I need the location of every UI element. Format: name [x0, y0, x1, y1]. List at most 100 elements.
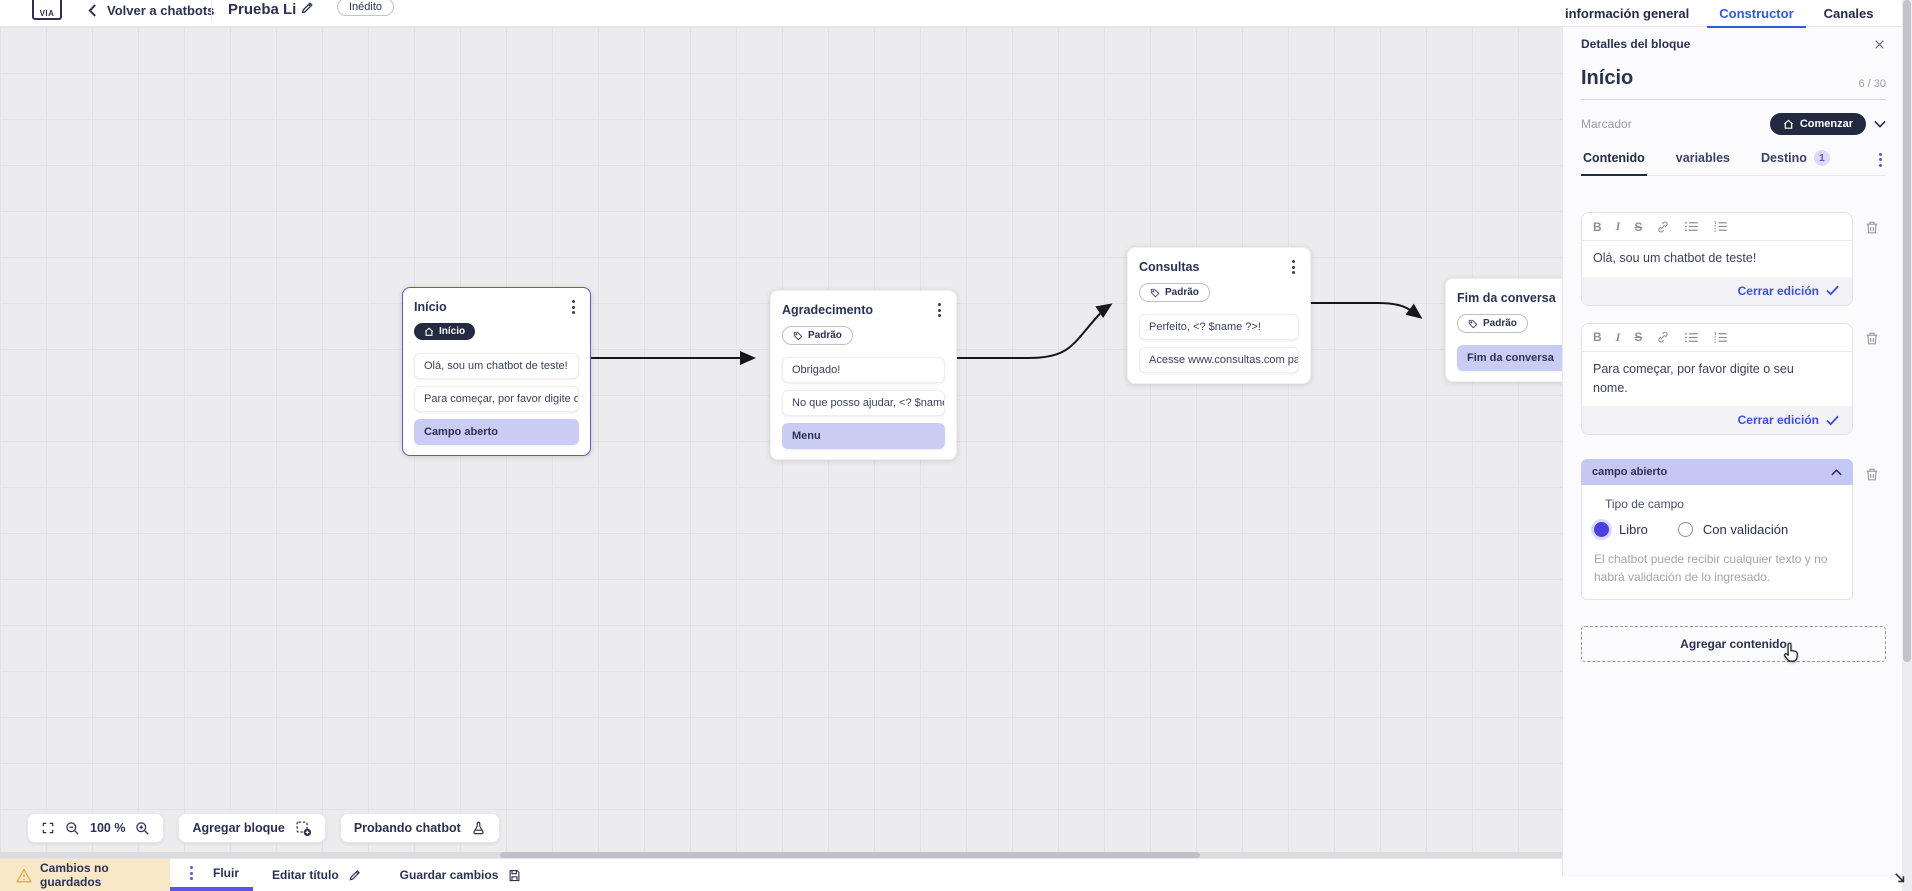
bullet-list-icon[interactable]	[1684, 331, 1699, 344]
strikethrough-icon[interactable]: S	[1634, 330, 1643, 345]
node-content-item-selected[interactable]: Fim da conversa	[1457, 344, 1562, 371]
add-block-button[interactable]: Agregar bloque	[178, 813, 326, 843]
node-content-item[interactable]: Acesse www.consultas.com par...	[1139, 346, 1299, 373]
link-icon[interactable]	[1656, 220, 1670, 234]
flow-node-consultas[interactable]: Consultas Padrão Perfeito, <? $name ?>! …	[1127, 247, 1311, 384]
zoom-out-icon[interactable]	[65, 821, 80, 836]
node-content-item[interactable]: No que posso ajudar, <? $name ...	[782, 389, 945, 416]
radio-con-validacion[interactable]	[1677, 522, 1693, 538]
field-type-label: Tipo de campo	[1605, 497, 1684, 512]
block-details-panel: Detalles del bloque Início 6 / 30 Marcad…	[1562, 27, 1902, 877]
node-content-item[interactable]: Para começar, por favor digite o ...	[414, 385, 579, 412]
check-icon	[1826, 285, 1839, 296]
save-changes-button[interactable]: Guardar cambios	[381, 859, 542, 891]
warning-icon	[16, 868, 32, 883]
bottom-bar: Cambios no guardados Fluir Editar título…	[0, 858, 1562, 891]
field-helper-text: El chatbot puede recibir cualquier texto…	[1594, 552, 1828, 585]
tab-informacion-general[interactable]: información general	[1565, 6, 1690, 21]
bold-icon[interactable]: B	[1593, 330, 1602, 345]
trash-icon[interactable]	[1864, 330, 1886, 347]
back-chevron-icon	[88, 4, 97, 17]
panel-title: Detalles del bloque	[1581, 37, 1691, 51]
zoom-in-icon[interactable]	[135, 821, 150, 836]
test-chatbot-button[interactable]: Probando chatbot	[339, 813, 500, 843]
chevron-up-icon	[1831, 468, 1842, 476]
top-bar: VIA Volver a chatbots Prueba Li Inédito …	[0, 0, 1912, 28]
flow-node-agradecimento[interactable]: Agradecimento Padrão Obrigado! No que po…	[770, 290, 957, 460]
edit-title-icon[interactable]	[300, 0, 315, 15]
tab-constructor[interactable]: Constructor	[1707, 0, 1807, 28]
unsaved-changes-banner: Cambios no guardados	[0, 859, 170, 891]
block-name-input[interactable]: Início	[1581, 67, 1634, 89]
unsaved-label: Cambios no guardados	[40, 861, 109, 889]
italic-icon[interactable]: I	[1615, 329, 1621, 344]
node-content-item[interactable]: Perfeito, <? $name ?>!	[1139, 313, 1299, 340]
home-icon	[1783, 119, 1794, 130]
panel-kebab-icon[interactable]	[1875, 151, 1886, 169]
flow-node-inicio[interactable]: Início Início Olá, sou um chatbot de tes…	[402, 287, 591, 456]
marker-label: Marcador	[1581, 117, 1632, 131]
add-content-button[interactable]: Agregar contenido	[1581, 626, 1886, 663]
node-title: Início	[414, 300, 447, 314]
vertical-scrollbar-thumb[interactable]	[1903, 0, 1911, 662]
node-title: Fim da conversa	[1457, 291, 1556, 305]
strikethrough-icon[interactable]: S	[1634, 219, 1643, 234]
pencil-icon	[348, 868, 362, 882]
home-icon	[424, 327, 434, 337]
node-content-item[interactable]: Obrigado!	[782, 356, 945, 383]
zoom-level: 100 %	[90, 821, 126, 835]
horizontal-scrollbar-thumb[interactable]	[500, 852, 1200, 858]
top-nav-tabs: información general Constructor Canales	[1565, 0, 1874, 28]
numbered-list-icon[interactable]	[1713, 331, 1728, 344]
node-badge-default: Padrão	[1139, 283, 1210, 302]
marker-value-button[interactable]: Comenzar	[1769, 113, 1866, 135]
tag-icon	[1468, 319, 1478, 329]
tab-destino[interactable]: Destino 1	[1759, 150, 1832, 175]
editor-text[interactable]: Olá, sou um chatbot de teste!	[1593, 251, 1757, 265]
bullet-list-icon[interactable]	[1684, 220, 1699, 233]
node-content-item[interactable]: Olá, sou um chatbot de teste!	[414, 352, 579, 379]
flow-canvas[interactable]: Início Início Olá, sou um chatbot de tes…	[0, 27, 1562, 858]
close-edit-button[interactable]: Cerrar edición	[1582, 406, 1852, 435]
tab-contenido[interactable]: Contenido	[1581, 151, 1647, 176]
close-edit-button[interactable]: Cerrar edición	[1582, 276, 1852, 305]
node-kebab-icon[interactable]	[934, 301, 945, 319]
tab-variables[interactable]: variables	[1675, 151, 1731, 165]
flow-tab-label: Fluir	[213, 866, 239, 880]
radio-libro[interactable]	[1594, 522, 1609, 538]
trash-icon[interactable]	[1864, 466, 1886, 483]
flow-node-fim-da-conversa[interactable]: Fim da conversa Padrão Fim da conversa	[1445, 278, 1562, 382]
rich-text-editor-1: B I S Olá, sou um chatbot de teste! Cerr…	[1581, 212, 1853, 306]
trash-icon[interactable]	[1864, 219, 1886, 236]
back-label: Volver a chatbots	[107, 3, 215, 18]
flow-kebab-icon[interactable]	[186, 864, 197, 882]
rich-text-editor-2: B I S Para começar, por favor digite o s…	[1581, 322, 1853, 436]
add-block-icon	[295, 820, 312, 837]
close-icon[interactable]	[1873, 38, 1886, 51]
tag-icon	[1150, 288, 1160, 298]
chevron-down-icon[interactable]	[1874, 120, 1886, 128]
node-badge-start: Início	[414, 323, 476, 340]
numbered-list-icon[interactable]	[1713, 220, 1728, 233]
back-to-chatbots-button[interactable]: Volver a chatbots	[88, 3, 214, 18]
italic-icon[interactable]: I	[1615, 219, 1621, 233]
flow-tab[interactable]: Fluir	[170, 859, 253, 891]
status-badge: Inédito	[337, 0, 395, 16]
node-content-item-selected[interactable]: Campo aberto	[414, 418, 579, 445]
link-icon[interactable]	[1656, 330, 1670, 344]
char-counter: 6 / 30	[1858, 78, 1886, 90]
logo-text: VIA	[39, 9, 55, 18]
edit-title-button[interactable]: Editar título	[253, 859, 381, 891]
node-title: Agradecimento	[782, 303, 873, 317]
fullscreen-icon[interactable]	[41, 821, 55, 835]
node-content-item-selected[interactable]: Menu	[782, 422, 945, 449]
open-field-header[interactable]: campo abierto	[1581, 459, 1853, 486]
open-field-section: campo abierto Tipo de campo Libro Con va…	[1581, 459, 1853, 601]
node-kebab-icon[interactable]	[568, 298, 579, 316]
tab-canales[interactable]: Canales	[1823, 6, 1874, 21]
editor-text[interactable]: Para começar, por favor digite o seu nom…	[1593, 361, 1794, 395]
node-kebab-icon[interactable]	[1288, 258, 1299, 276]
bold-icon[interactable]: B	[1593, 219, 1602, 234]
app-logo[interactable]: VIA	[32, 0, 62, 20]
